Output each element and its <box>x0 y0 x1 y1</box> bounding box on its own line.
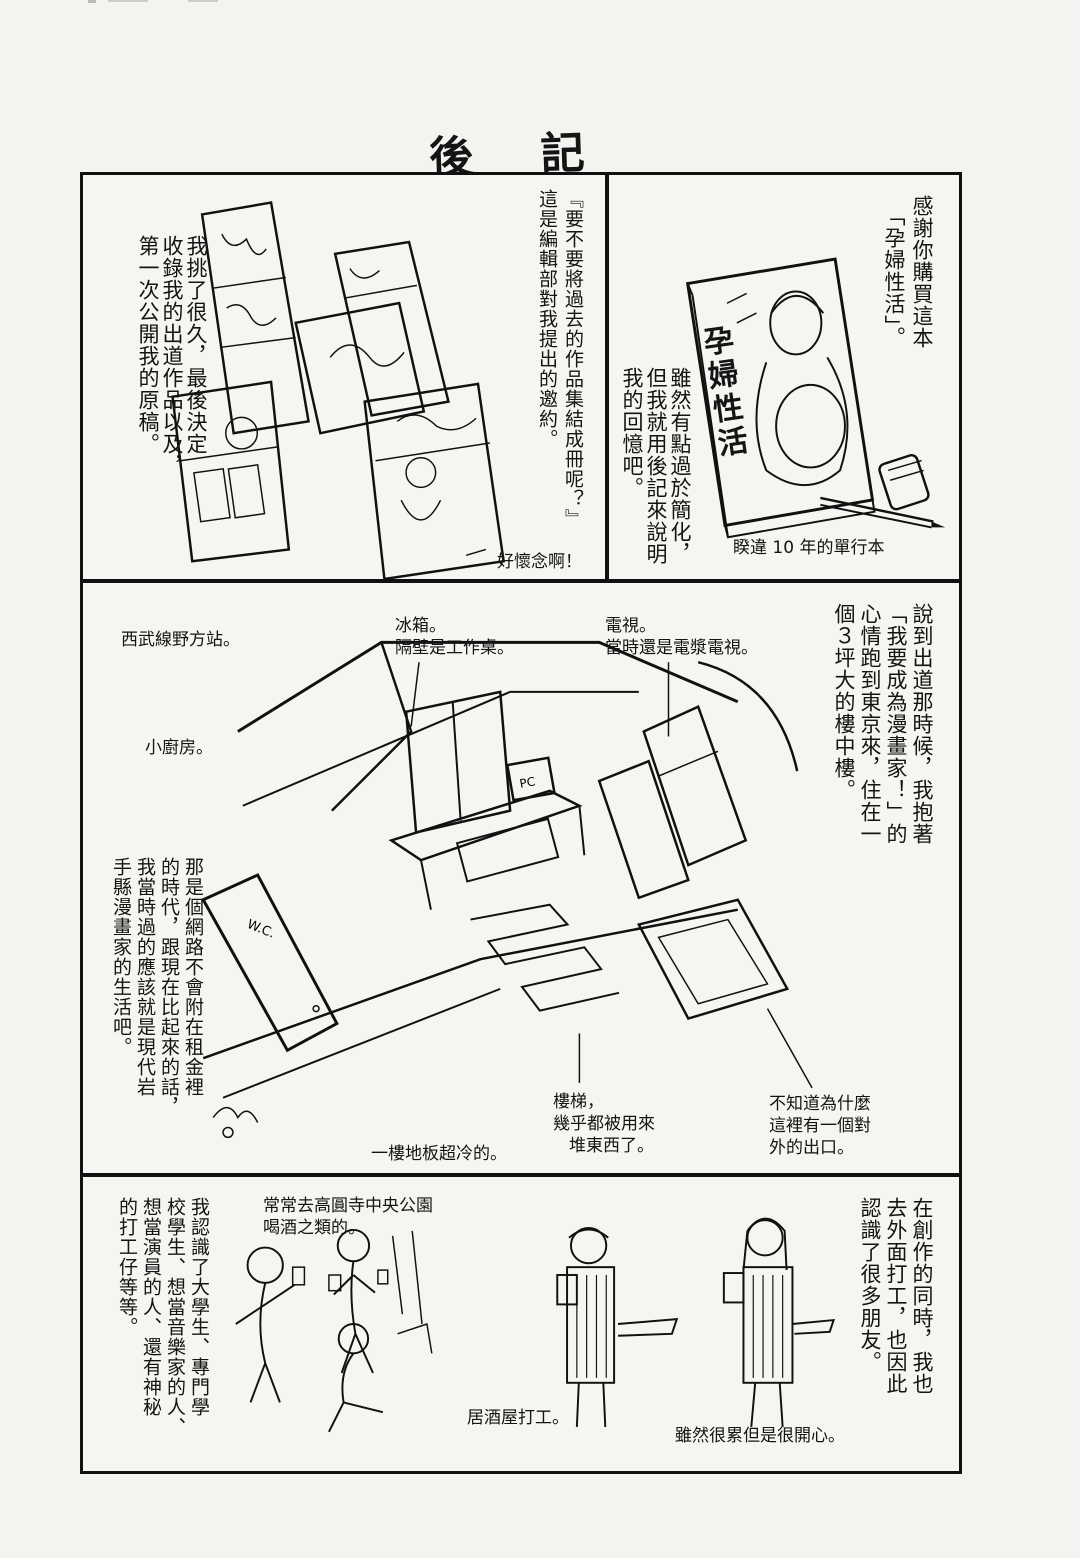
fridge-caption-line1: 冰箱。 <box>395 616 446 636</box>
exit-caption-line2: 這裡有一個對 <box>769 1116 871 1136</box>
offer-line1: 『要不要將過去的作品集結成冊呢？』 <box>562 189 584 529</box>
stairs-caption-line3: 堆東西了。 <box>569 1136 654 1156</box>
panel-apartment: PC W.C. 說到出道那時候，我抱著 <box>80 580 962 1176</box>
floor-caption: 一樓地板超冷的。 <box>371 1144 507 1164</box>
story-line3: 心情跑到東京來，住在一 <box>858 603 882 845</box>
panel-part-time-job: 在創作的同時，我也 去外面打工，也因此 認識了很多朋友。 常常去高圓寺中央公園 … <box>80 1174 962 1474</box>
intro-line2: 「孕婦性活」。 <box>882 205 906 349</box>
exit-caption-line1: 不知道為什麼 <box>769 1094 871 1114</box>
story-line2: 「我要成為漫畫家！」的 <box>884 603 908 845</box>
book-caption: 睽違 10 年的單行本 <box>733 538 885 558</box>
story-line1: 說到出道那時候，我抱著 <box>910 603 934 845</box>
nostalgic-caption: 好懷念啊！ <box>497 552 582 572</box>
note-line2: 但我就用後記來說明 <box>644 367 668 565</box>
exit-caption-line3: 外的出口。 <box>769 1138 854 1158</box>
era-line3: 我當時過的應該就是現代岩 <box>134 857 156 1097</box>
work-line1: 在創作的同時，我也 <box>910 1197 934 1395</box>
story-line4: 個３坪大的樓中樓。 <box>832 603 856 801</box>
friends-line1: 我認識了大學生、專門學 <box>188 1197 210 1417</box>
panel-book-thanks: 感謝你購買這本 「孕婦性活」。 孕婦性活 雖然有點過於簡化， 但我就用後記來說明… <box>606 172 962 582</box>
offer-line2: 這是編輯部對我提出的邀約。 <box>536 189 558 449</box>
izakaya-caption: 居酒屋打工。 <box>467 1408 569 1428</box>
stairs-caption-line1: 樓梯， <box>553 1092 604 1112</box>
kitchen-caption: 小廚房。 <box>145 738 213 758</box>
friends-line4: 的打工仔等等。 <box>116 1197 138 1337</box>
era-line4: 手縣漫畫家的生活吧。 <box>110 857 132 1057</box>
intro-line1: 感謝你購買這本 <box>910 195 934 349</box>
park-caption-line2: 喝酒之類的。 <box>263 1218 365 1238</box>
work-line3: 認識了很多朋友。 <box>858 1197 882 1373</box>
tv-caption-line1: 電視。 <box>605 616 656 636</box>
tv-caption-line2: 當時還是電漿電視。 <box>605 638 758 658</box>
friends-sketch <box>235 1217 836 1433</box>
station-caption: 西武線野方站。 <box>121 630 240 650</box>
choice-line2: 收錄我的出道作品以及， <box>160 235 184 477</box>
friends-line2: 校學生、想當音樂家的人、 <box>164 1197 186 1437</box>
work-line2: 去外面打工，也因此 <box>884 1197 908 1395</box>
choice-line1: 我挑了很久，最後決定 <box>184 235 208 455</box>
scan-edge-marks <box>88 0 218 3</box>
friends-line3: 想當演員的人、還有神秘 <box>140 1197 162 1417</box>
pc-label: PC <box>518 774 536 790</box>
apartment-sketch: PC W.C. <box>201 640 813 1139</box>
stairs-caption-line2: 幾乎都被用來 <box>553 1114 655 1134</box>
tired-caption: 雖然很累但是很開心。 <box>675 1426 845 1446</box>
park-caption-line1: 常常去高圓寺中央公園 <box>263 1196 433 1216</box>
note-line3: 我的回憶吧。 <box>620 367 644 499</box>
book-sketch <box>685 257 946 539</box>
manuscript-pages-sketch <box>171 201 506 579</box>
fridge-caption-line2: 隔壁是工作桌。 <box>395 638 514 658</box>
door-label: W.C. <box>245 917 277 942</box>
choice-line3: 第一次公開我的原稿。 <box>136 235 160 455</box>
era-line2: 的時代，跟現在比起來的話， <box>158 857 180 1117</box>
panel-collection-offer: 『要不要將過去的作品集結成冊呢？』 這是編輯部對我提出的邀約。 我挑了很久，最後… <box>80 172 608 582</box>
note-line1: 雖然有點過於簡化， <box>668 367 692 565</box>
era-line1: 那是個網路不會附在租金裡 <box>182 857 204 1097</box>
